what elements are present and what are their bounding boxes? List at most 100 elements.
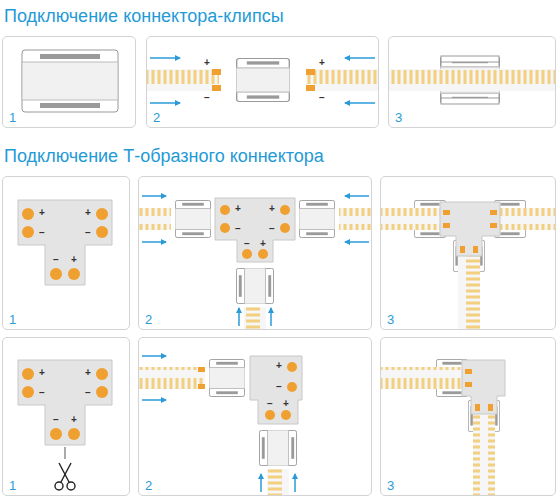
assembled-clip-part [441,98,499,104]
l-connector-parts-part [267,469,289,495]
polarity-sign: – [85,228,91,238]
scissors-icon-part [59,463,69,482]
t-connector-parts-part [339,208,371,230]
l-connector-parts-part [294,474,296,492]
step-number: 2 [153,111,160,124]
t-connector-parts-part [244,307,266,329]
assembled-l-part [475,404,480,411]
polarity-sign: + [85,208,91,218]
t-connector-parts-part [280,223,290,233]
t-connector-parts-part [142,241,166,243]
t-connector-parts-part [242,249,252,259]
t-connector-cut-part [18,360,112,445]
polarity-sign: – [53,255,59,265]
assembled-t-part [490,223,497,228]
t-connector-parts-part [270,308,272,326]
polarity-sign: – [244,239,250,249]
step-panel: 1 [2,36,136,128]
t-connector-parts [139,196,371,329]
l-connector-parts-part [198,367,205,372]
polarity-sign: + [269,204,275,214]
t-connector-cut-part [65,447,66,459]
strip-and-clip-part [306,69,315,75]
l-connector-parts-part [287,382,297,392]
step-number: 3 [395,111,402,124]
polarity-sign: + [39,368,45,378]
t-connector-part [96,226,108,238]
polarity-sign: + [85,368,91,378]
assembled-clip-part [389,69,555,91]
t-connector-cut-part [96,386,108,398]
assembled-t-part [443,223,450,228]
polarity-sign: + [276,361,282,371]
t-connector-cut-part [96,368,108,380]
l-connector-parts-part [265,410,275,420]
step-panel: 2 [146,36,379,128]
t-connector-cut-part [68,428,80,440]
polarity-sign: + [235,204,241,214]
assembled-l-part [381,367,471,389]
l-connector-parts-part [142,355,166,357]
polarity-sign: – [235,224,241,234]
strip-and-clip-part [306,85,315,91]
t-connector-parts-part [220,205,230,215]
clip-connector [22,50,118,112]
strip-and-clip [147,58,378,103]
assembled-clip-part [441,56,499,62]
scissors-icon [55,463,75,490]
assembled-t-part [440,202,500,256]
assembled-clip [389,56,555,104]
strip-and-clip-part [147,69,219,91]
section-heading: Подключение коннектора-клипсы [4,6,284,27]
t-connector-cut-part [22,368,34,380]
t-connector-part [22,208,34,220]
polarity-sign: – [53,415,59,425]
polarity-sign: + [71,415,77,425]
clip-connector-part [40,54,100,59]
polarity-sign: + [260,239,266,249]
assembled-t-part [473,246,478,253]
l-connector-parts-part [260,474,262,492]
step-panel: 2 [138,337,372,496]
assembled-l-part [462,360,505,414]
t-connector-parts-part [175,200,211,237]
t-connector-parts-part [258,249,268,259]
step-panel: 2 [138,176,372,330]
step-panel: 3 [380,176,556,330]
polarity-sign: – [276,382,282,392]
polarity-sign: – [39,228,45,238]
assembled-l [381,359,505,495]
scissors-icon-part [55,482,63,490]
l-connector-parts-part [198,384,205,389]
t-connector-parts-part [299,200,335,237]
l-connector-parts-part [209,359,245,396]
l-connector-parts-part [139,367,205,389]
clip-connector-part [22,62,118,100]
step-panel: 3 [380,337,556,496]
step-number: 3 [387,479,394,492]
section-heading: Подключение Т-образного коннектора [4,146,324,167]
step-number: 1 [9,111,16,124]
polarity-sign: + [283,399,289,409]
assembled-l-part [465,369,472,374]
t-connector-cut [18,360,112,490]
strip-and-clip-part [150,102,180,104]
assembled-t [381,200,555,329]
l-connector-parts-part [287,362,297,372]
t-connector-cut-part [50,428,62,440]
t-connector-part [96,208,108,220]
strip-and-clip-part [212,69,221,75]
t-connector-parts-part [142,195,166,197]
strip-and-clip-part [345,102,375,104]
assembled-t-part [443,210,450,215]
polarity-sign: + [204,58,210,68]
t-connector-part [22,226,34,238]
polarity-sign: – [204,93,210,103]
strip-and-clip-part [306,69,378,91]
polarity-sign: – [269,224,275,234]
step-number: 1 [9,313,16,326]
l-connector-parts-part [281,410,291,420]
polarity-sign: – [267,399,273,409]
l-connector-parts-part [250,356,302,424]
